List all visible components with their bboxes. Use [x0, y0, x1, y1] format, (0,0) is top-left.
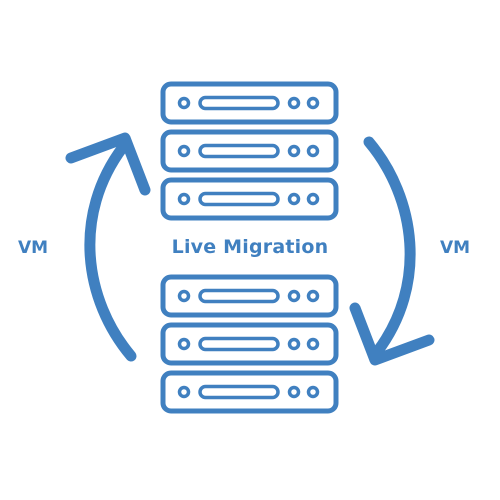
destination-server-stack — [160, 274, 339, 414]
server-unit-icon — [160, 274, 339, 318]
server-unit-icon — [160, 81, 339, 125]
vm-label-right: VM — [440, 238, 471, 258]
curved-arrow-up-icon — [65, 132, 151, 362]
curved-arrow-down-icon — [349, 136, 435, 366]
source-server-stack — [160, 81, 339, 221]
vm-label-left: VM — [18, 238, 49, 258]
server-unit-icon — [160, 370, 339, 414]
server-unit-icon — [160, 129, 339, 173]
live-migration-label: Live Migration — [171, 236, 329, 258]
server-unit-icon — [160, 177, 339, 221]
server-unit-icon — [160, 322, 339, 366]
